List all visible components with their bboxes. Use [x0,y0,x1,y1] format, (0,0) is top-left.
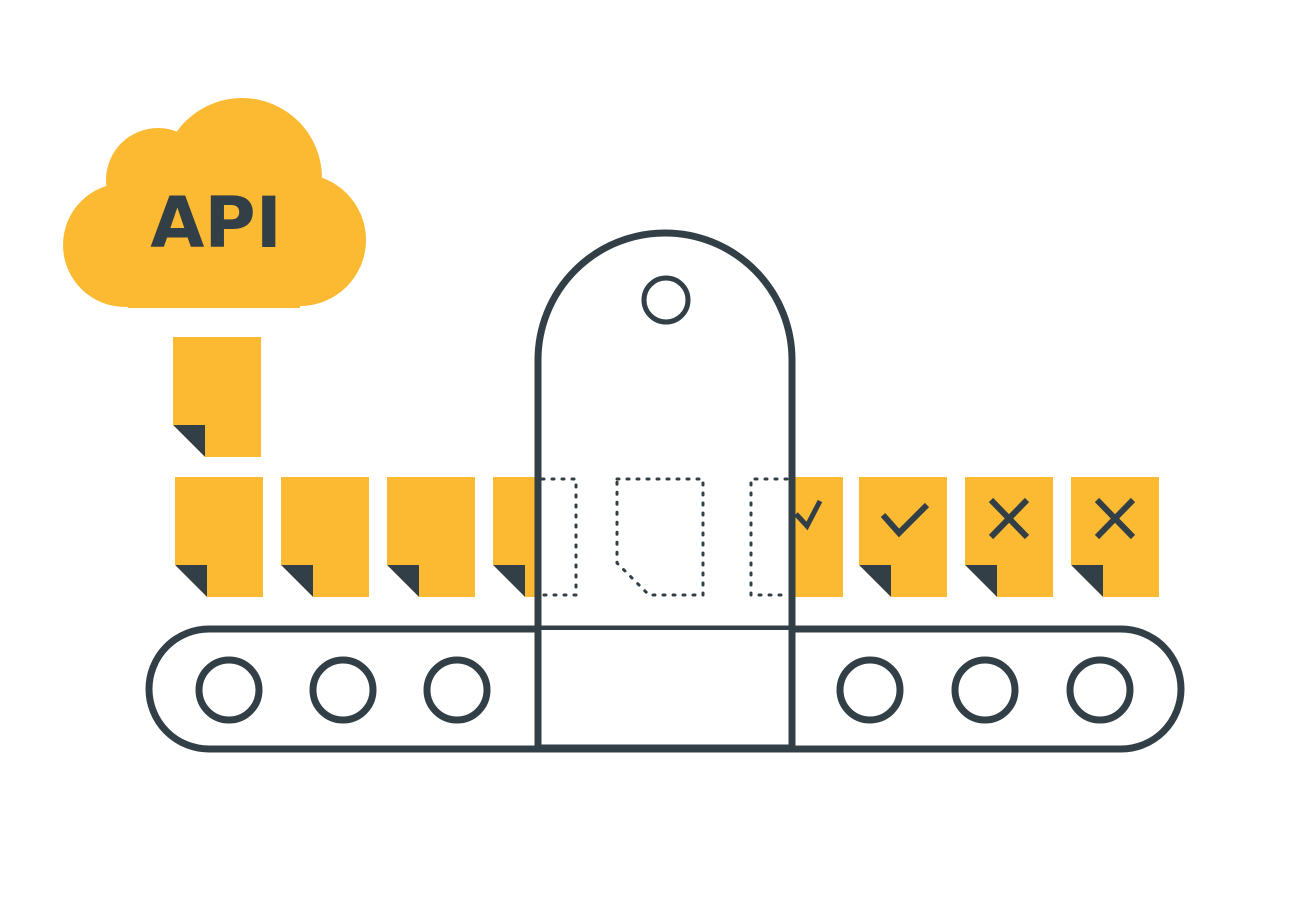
incoming-documents [175,477,539,597]
dotted-document-outline [749,477,789,597]
conveyor-belt [145,625,1185,753]
roller [1066,656,1134,724]
check-icon [880,502,930,538]
cross-icon [988,497,1030,540]
roller [195,656,263,724]
cloud-label: API [150,182,282,264]
validation-machine [534,229,796,752]
dotted-document-outline [615,477,705,597]
roller [309,656,377,724]
document-exiting-machine [791,477,843,597]
api-cloud: API [63,98,366,308]
document-entering-machine [493,477,539,597]
roller [836,656,904,724]
roller [423,656,491,724]
processed-documents [791,477,1159,597]
document-incoming [387,477,475,597]
check-icon [794,499,823,531]
cross-icon [1094,497,1136,540]
falling-document [173,337,261,457]
machine-base [541,630,789,746]
document-incoming [281,477,369,597]
documents-in-scanner [540,477,789,597]
indicator-light [641,275,691,325]
roller [951,656,1019,724]
document-approved [859,477,947,597]
document-rejected [965,477,1053,597]
document-rejected [1071,477,1159,597]
dotted-document-outline [540,477,578,597]
document-incoming [175,477,263,597]
